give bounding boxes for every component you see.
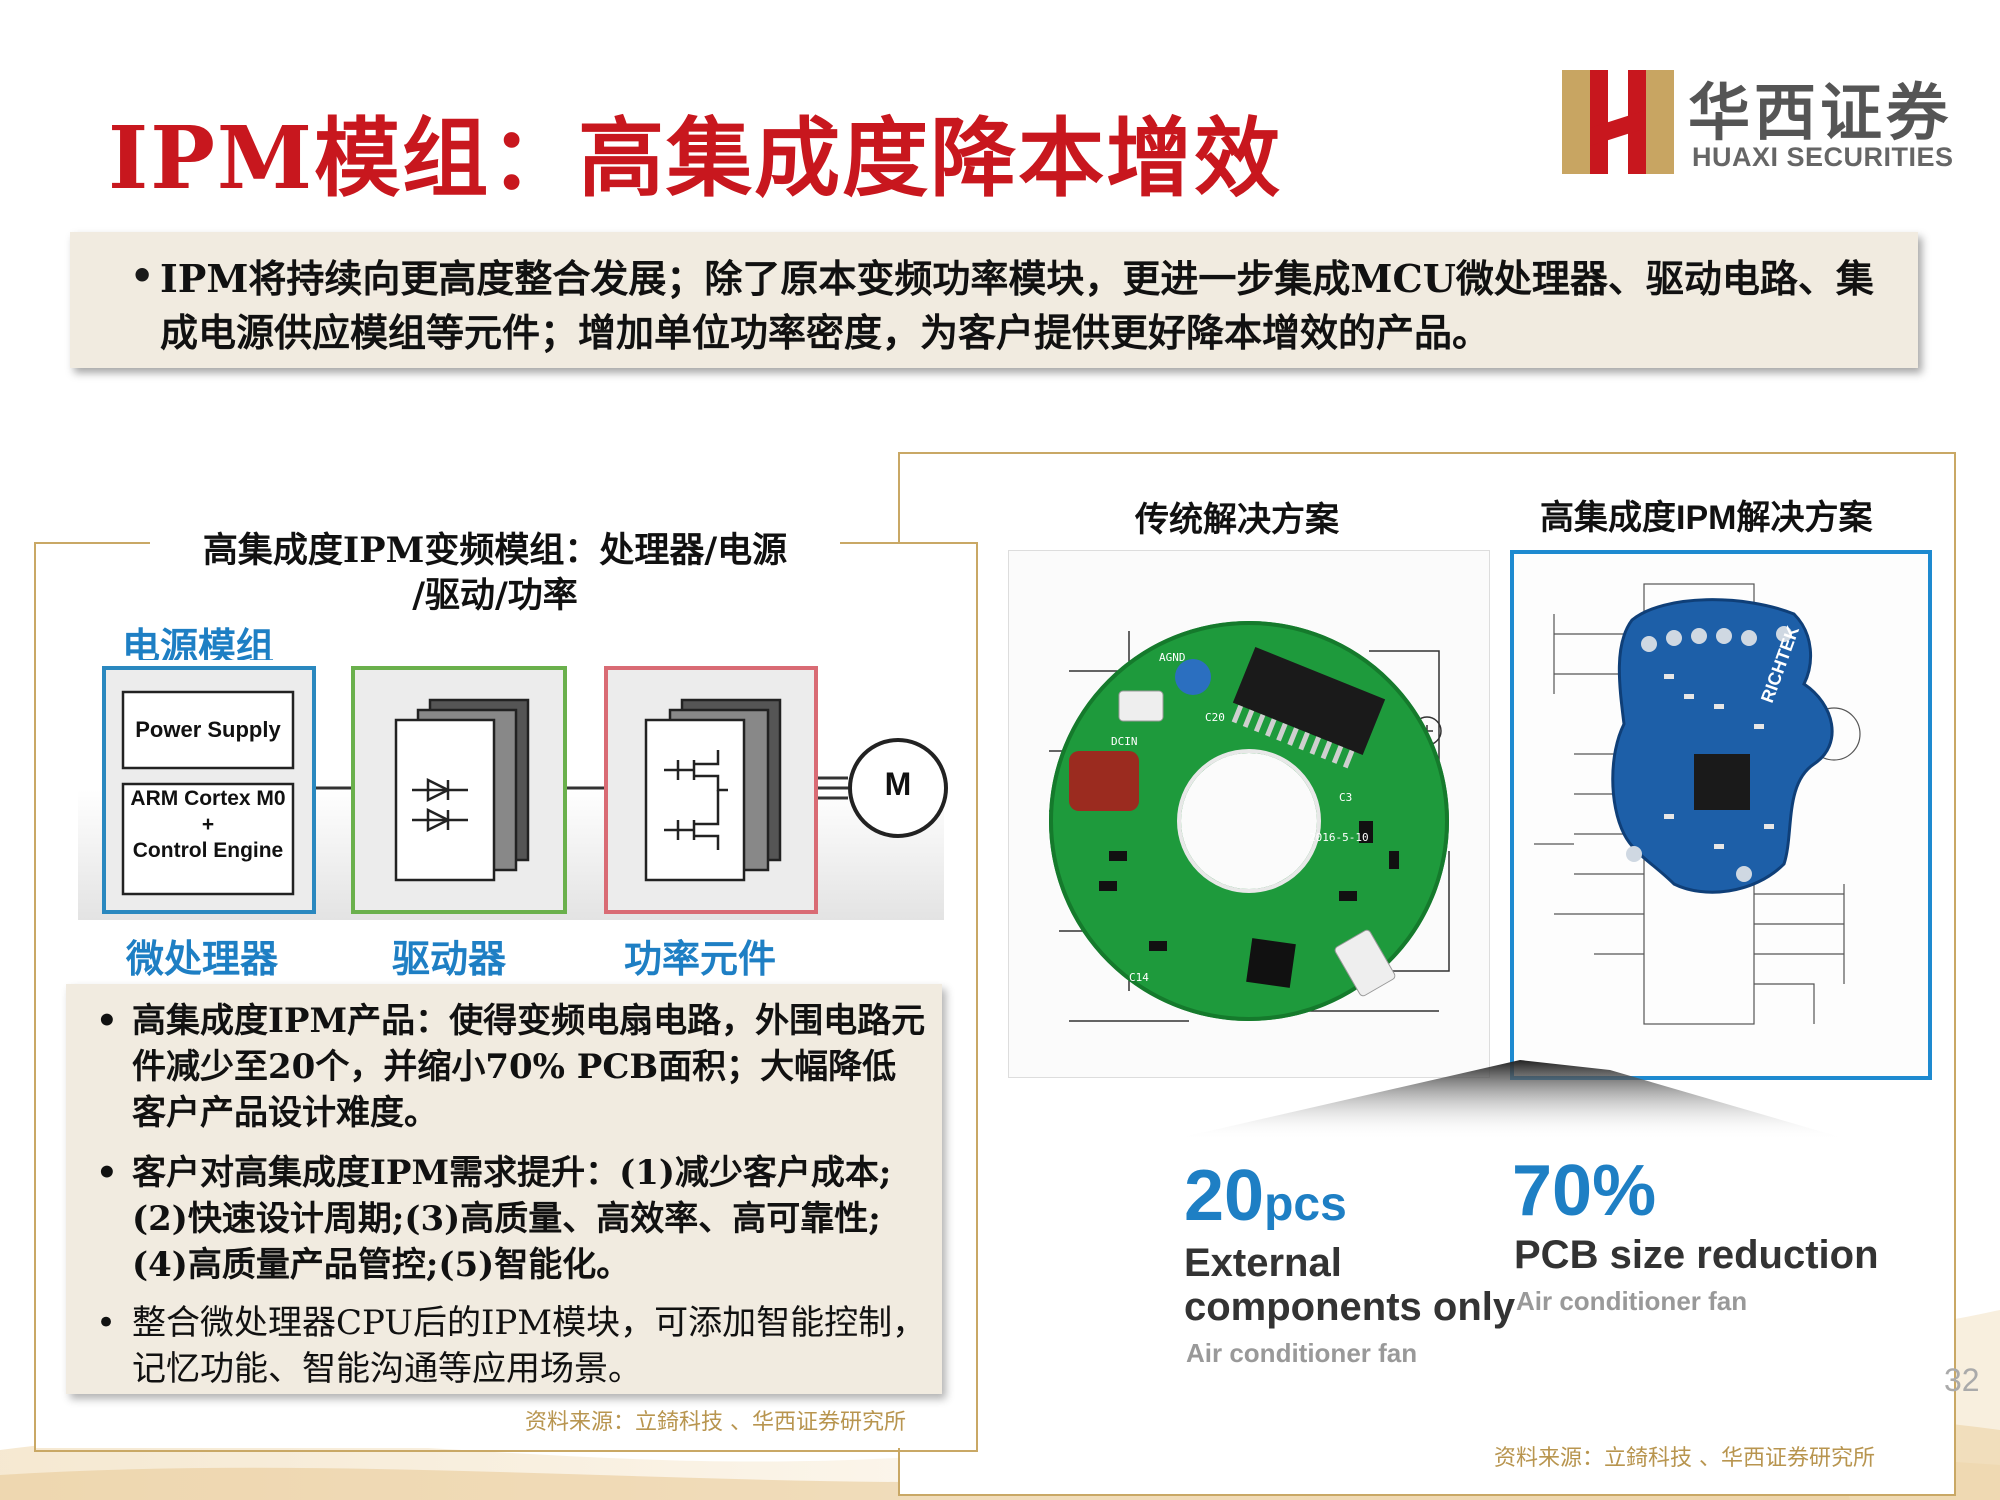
- power-element-label: 功率元件: [624, 939, 777, 981]
- svg-text:DCIN: DCIN: [1111, 735, 1138, 748]
- bullet-dot: •: [96, 1303, 117, 1343]
- source-note-left: 资料来源：立錡科技 、华西证券研究所: [525, 1410, 906, 1435]
- bullet-text-2: 客户对高集成度IPM需求提升：(1)减少客户成本;(2)快速设计周期;(3)高质…: [132, 1153, 892, 1285]
- stat-pcb-reduction-sub: Air conditioner fan: [1516, 1286, 1748, 1316]
- svg-text:AGND: AGND: [1159, 651, 1186, 664]
- bullet-dot: •: [130, 254, 155, 298]
- svg-text:C14: C14: [1129, 971, 1149, 984]
- microprocessor-label: 微处理器: [126, 939, 279, 981]
- svg-text:C20: C20: [1205, 711, 1225, 724]
- stat-pcb-reduction-label: PCB size reduction: [1514, 1233, 1879, 1277]
- arm-line2: +: [201, 813, 215, 836]
- source-note-right: 资料来源：立錡科技 、华西证券研究所: [1494, 1446, 1875, 1471]
- stat-components-line1: External: [1184, 1241, 1342, 1285]
- stat-pcb-reduction-number: 70%: [1512, 1151, 1657, 1231]
- left-title-line2: /驱动/功率: [412, 575, 578, 616]
- bullet-item-3: • 整合微处理器CPU后的IPM模块，可添加智能控制，记忆功能、智能沟通等应用场…: [96, 1300, 928, 1392]
- motor-label: M: [884, 766, 912, 802]
- bullet-item-1: • 高集成度IPM产品：使得变频电扇电路，外围电路元件减少至20个，并缩小70%…: [96, 998, 928, 1136]
- ipm-schematic-board-icon: RICHTEK: [1534, 583, 1861, 1025]
- left-bullets-box: • 高集成度IPM产品：使得变频电扇电路，外围电路元件减少至20个，并缩小70%…: [66, 984, 942, 1394]
- driver-label: 驱动器: [392, 939, 507, 981]
- bullet-item-2: • 客户对高集成度IPM需求提升：(1)减少客户成本;(2)快速设计周期;(3)…: [96, 1150, 928, 1288]
- arm-line3: Control Engine: [132, 839, 284, 862]
- page-title: IPM模组：高集成度降本增效: [108, 108, 1283, 209]
- bullet-dot: •: [96, 1153, 118, 1193]
- arm-line1: ARM Cortex M0: [130, 787, 286, 810]
- callout-funnel-shape: [1170, 1060, 1850, 1140]
- arm-cortex-block: ARM Cortex M0 + Control Engine: [123, 786, 293, 864]
- power-supply-block: Power Supply: [135, 717, 281, 742]
- summary-box: • IPM将持续向更高度整合发展；除了原本变频功率模块，更进一步集成MCU微处理…: [70, 232, 1918, 368]
- stat-components-number: 20: [1184, 1156, 1265, 1236]
- summary-text: IPM将持续向更高度整合发展；除了原本变频功率模块，更进一步集成MCU微处理器、…: [160, 256, 1874, 355]
- ipm-solution-heading: 高集成度IPM解决方案: [1540, 499, 1873, 537]
- huaxi-logo-icon: [1562, 70, 1674, 174]
- stat-components-sub: Air conditioner fan: [1186, 1338, 1418, 1368]
- stat-components-count: 20pcs: [1184, 1155, 1347, 1237]
- left-panel-title: 高集成度IPM变频模组：处理器/电源 /驱动/功率: [150, 528, 840, 618]
- stat-components-unit: pcs: [1264, 1178, 1347, 1231]
- traditional-solution-heading: 传统解决方案: [1135, 501, 1339, 539]
- logo-english-name: HUAXI SECURITIES: [1692, 142, 1954, 172]
- ipm-block-diagram: [78, 660, 948, 920]
- bullet-text-3: 整合微处理器CPU后的IPM模块，可添加智能控制，记忆功能、智能沟通等应用场景。: [132, 1303, 927, 1389]
- logo-chinese-name: 华西证券: [1688, 76, 1953, 149]
- stat-components-line2: components only: [1184, 1285, 1516, 1329]
- bullet-dot: •: [96, 1001, 118, 1041]
- svg-text:2016-5-10: 2016-5-10: [1309, 831, 1369, 844]
- left-title-mask: [150, 525, 840, 625]
- ipm-module-image: RICHTEK: [1510, 550, 1932, 1080]
- bullet-text-1: 高集成度IPM产品：使得变频电扇电路，外围电路元件减少至20个，并缩小70% P…: [132, 1001, 926, 1133]
- left-title-line1: 高集成度IPM变频模组：处理器/电源: [202, 530, 788, 571]
- svg-text:C3: C3: [1339, 791, 1352, 804]
- page-number: 32: [1944, 1362, 1980, 1398]
